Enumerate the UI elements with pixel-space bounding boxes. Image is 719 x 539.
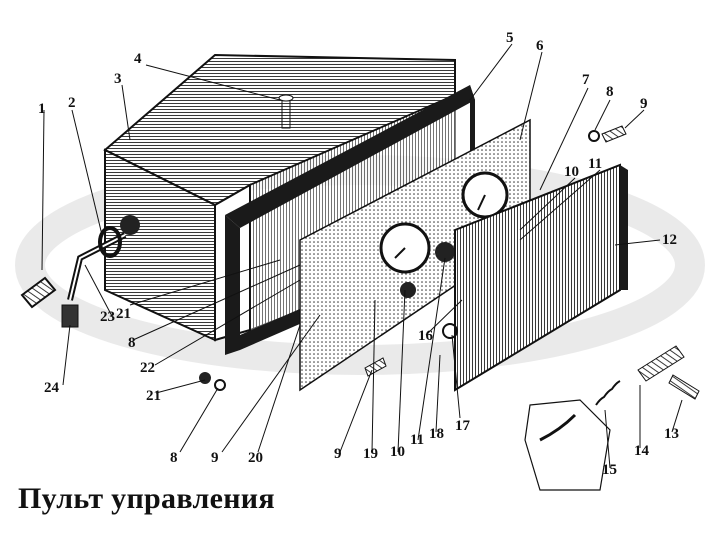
detail-inset — [524, 345, 700, 491]
callout-10: 10 — [564, 164, 579, 180]
callout-13: 13 — [664, 426, 679, 442]
callout-24: 24 — [44, 380, 60, 396]
front-cover — [454, 163, 628, 392]
callout-9: 9 — [640, 96, 648, 112]
callout-3: 3 — [114, 71, 122, 87]
callout-labels: 1 2 3 4 5 6 7 8 9 10 11 12 8 9 10 11 13 … — [38, 30, 679, 478]
callout-9-c: 9 — [334, 446, 342, 462]
rear-panel — [299, 118, 531, 392]
callout-7: 7 — [582, 72, 590, 88]
callout-22: 22 — [140, 360, 155, 376]
caption: Пульт управления — [18, 482, 275, 515]
callout-5: 5 — [506, 30, 514, 46]
callout-16: 16 — [418, 328, 434, 344]
callout-8-c: 8 — [170, 450, 178, 466]
callout-6: 6 — [536, 38, 544, 54]
callout-1: 1 — [38, 101, 46, 117]
callout-11: 11 — [588, 156, 602, 172]
callout-4: 4 — [134, 51, 142, 67]
callout-18: 18 — [429, 426, 444, 442]
callout-8: 8 — [606, 84, 614, 100]
callout-19: 19 — [363, 446, 378, 462]
leader-lines — [41, 43, 683, 469]
callout-23: 23 — [100, 309, 115, 325]
callout-14: 14 — [634, 443, 650, 459]
callout-21-b: 21 — [146, 388, 161, 404]
callout-11-b: 11 — [410, 432, 424, 448]
callout-17: 17 — [455, 418, 471, 434]
callout-15: 15 — [602, 462, 617, 478]
callout-21: 21 — [116, 306, 131, 322]
callout-2: 2 — [68, 95, 76, 111]
callout-9-b: 9 — [211, 450, 219, 466]
callout-8-b: 8 — [128, 335, 136, 351]
callout-12: 12 — [662, 232, 677, 248]
hose-assembly — [20, 226, 127, 328]
callout-10-b: 10 — [390, 444, 405, 460]
callout-20: 20 — [248, 450, 263, 466]
